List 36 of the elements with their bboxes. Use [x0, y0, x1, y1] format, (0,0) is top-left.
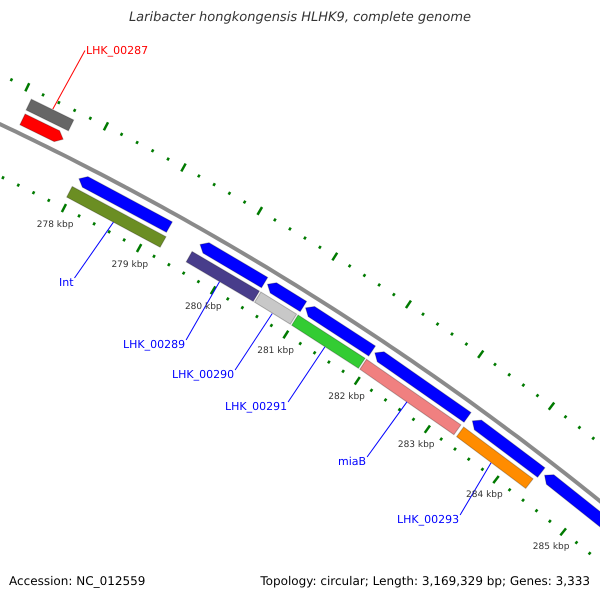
gene-feature [374, 351, 472, 423]
gene-feature [544, 474, 600, 528]
gene-label: LHK_00289 [123, 338, 186, 351]
scale-label: 280 kbp [184, 302, 222, 312]
map-title: Laribacter hongkongensis HLHK9, complete genome [128, 10, 472, 25]
gene-feature [472, 420, 546, 478]
scale-label: 282 kbp [328, 392, 365, 402]
gene-feature [78, 176, 173, 233]
gene-label: Int [59, 276, 74, 289]
scale-label: 279 kbp [111, 260, 148, 270]
accession-note: Accession: NC_012559 [9, 574, 146, 588]
scale-label: 285 kbp [532, 542, 570, 552]
scale-label: 281 kbp [257, 346, 294, 356]
gene-label: LHK_00293 [397, 513, 460, 526]
gene-bar [25, 98, 74, 132]
gene-label: LHK_00287 [86, 44, 148, 57]
gene-label: LHK_00290 [172, 368, 234, 381]
leader-line [366, 401, 408, 458]
genome-info-note: Topology: circular; Length: 3,169,329 bp; Genes: 3,333 [260, 574, 590, 588]
leader-line [460, 462, 492, 516]
leader-line [74, 222, 114, 278]
scale-label: 278 kbp [36, 220, 74, 230]
gene-bar [456, 426, 534, 490]
gene-feature [266, 282, 308, 312]
gene-bar [186, 250, 260, 302]
leader-line [52, 50, 86, 110]
scale-label: 283 kbp [398, 440, 435, 450]
leader-line [234, 313, 273, 370]
gene-bar [254, 291, 298, 325]
gene-feature [19, 113, 64, 142]
gene-feature [304, 306, 376, 357]
gene-label: LHK_00291 [225, 400, 288, 413]
leader-line [186, 281, 220, 340]
leader-line [288, 346, 326, 402]
gene-label: miaB [338, 455, 366, 468]
gene-feature [199, 242, 268, 288]
